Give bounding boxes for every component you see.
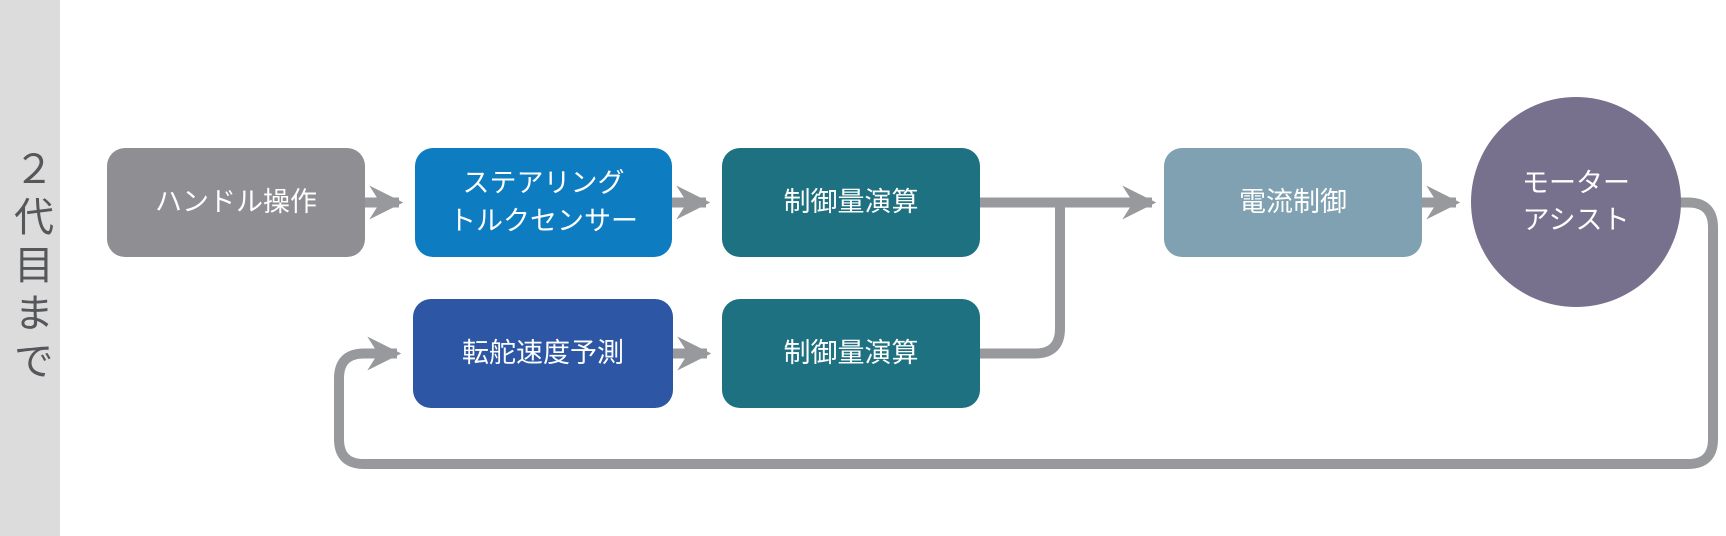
node-control-amount-calc-bottom: 制御量演算 (722, 299, 980, 408)
generation-label: ２代目まで (8, 148, 52, 388)
node-current-control: 電流制御 (1164, 148, 1422, 257)
node-control-amount-calc-bottom-label: 制御量演算 (783, 337, 919, 368)
generation-band: ２代目まで (0, 0, 60, 536)
node-motor-assist-label: モーター アシスト (1522, 167, 1630, 235)
node-control-amount-calc-top-label: 制御量演算 (783, 186, 919, 217)
connector-calc-bottom-merge (978, 203, 1065, 359)
node-steering-torque-sensor-label: ステアリング トルクセンサー (449, 168, 638, 236)
node-handle-operation: ハンドル操作 (107, 148, 365, 257)
node-steering-speed-prediction: 転舵速度予測 (413, 299, 673, 408)
feedback-loop-motor-to-prediction (334, 197, 1718, 469)
node-steering-torque-sensor: ステアリング トルクセンサー (415, 148, 672, 257)
node-handle-operation-label: ハンドル操作 (155, 186, 317, 217)
node-motor-assist: モーター アシスト (1471, 97, 1681, 307)
node-steering-speed-prediction-label: 転舵速度予測 (462, 337, 624, 368)
node-control-amount-calc-top: 制御量演算 (722, 148, 980, 257)
node-current-control-label: 電流制御 (1239, 186, 1347, 217)
